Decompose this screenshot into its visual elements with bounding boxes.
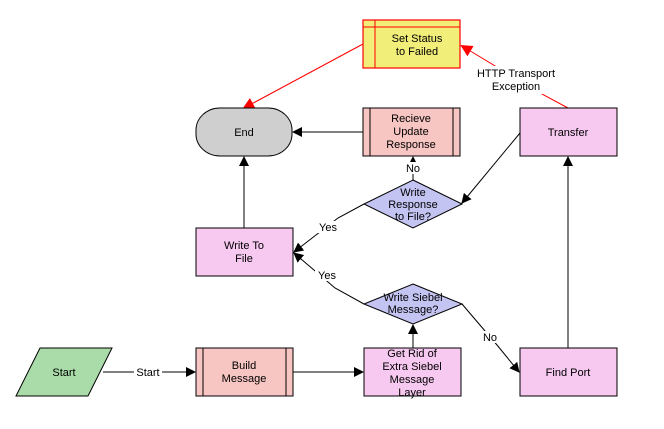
node-write-response-to-file-decision[interactable]: Write Response to File? [362, 179, 464, 229]
edge-label-writesiebel-yes: Yes [318, 270, 336, 282]
node-label-line: Message? [388, 304, 439, 316]
node-label-line: to File? [395, 211, 431, 223]
node-label-line: Recieve [391, 113, 431, 125]
node-label-line: Response [386, 139, 436, 151]
node-label-line: Layer [398, 387, 426, 399]
edge-label-writesiebel-no: No [483, 332, 497, 344]
edge-setstatus-to-end [242, 43, 364, 109]
node-label-line: Transfer [548, 127, 589, 139]
node-write-to-file[interactable]: Write To File [195, 227, 294, 277]
node-start[interactable]: Start [15, 347, 113, 397]
node-label-line: Start [52, 367, 75, 379]
node-label-line: File [235, 253, 253, 265]
node-label-line: Get Rid of [387, 348, 437, 360]
node-label-line: Extra Siebel [382, 361, 441, 373]
node-set-status-to-failed[interactable]: Set Status to Failed [362, 19, 461, 69]
node-label-line: to Failed [396, 46, 438, 58]
edge-writesiebel-yes-to-writetofile [293, 252, 365, 305]
edge-writesiebel-no-to-findport [461, 303, 520, 373]
node-label-line: Set Status [392, 33, 443, 45]
node-recieve-update-response[interactable]: Recieve Update Response [362, 107, 461, 157]
node-label-line: Find Port [546, 367, 591, 379]
edge-label-writeresponse-yes: Yes [319, 222, 337, 234]
node-label-line: Response [388, 199, 438, 211]
edge-writeresponse-yes-to-writetofile [293, 203, 365, 253]
node-label-line: Update [393, 126, 428, 138]
node-label-line: Message [390, 374, 435, 386]
node-write-siebel-message-decision[interactable]: Write Siebel Message? [362, 283, 464, 325]
edge-label-http-exception-1: HTTP Transport [477, 68, 555, 80]
node-label-line: Message [222, 373, 267, 385]
edge-label-http-exception-2: Exception [492, 81, 540, 93]
node-label-line: End [234, 127, 254, 139]
node-transfer[interactable]: Transfer [519, 107, 618, 157]
edge-transfer-to-writeresponse [461, 132, 521, 204]
node-get-rid-of-extra-siebel-message-layer[interactable]: Get Rid of Extra Siebel Message Layer [363, 347, 462, 399]
node-find-port[interactable]: Find Port [519, 347, 618, 397]
node-label-line: Write [400, 187, 425, 199]
edge-label-start: Start [136, 367, 159, 379]
node-end[interactable]: End [195, 107, 293, 157]
edge-label-writeresponse-no: No [406, 163, 420, 175]
node-label-line: Build [232, 360, 256, 372]
edges [103, 43, 573, 377]
node-label-line: Write To [224, 240, 264, 252]
node-build-message[interactable]: Build Message [195, 347, 294, 397]
node-label-line: Write Siebel [383, 292, 442, 304]
edge-labels: Start HTTP Transport Exception No Yes Ye… [134, 66, 558, 379]
